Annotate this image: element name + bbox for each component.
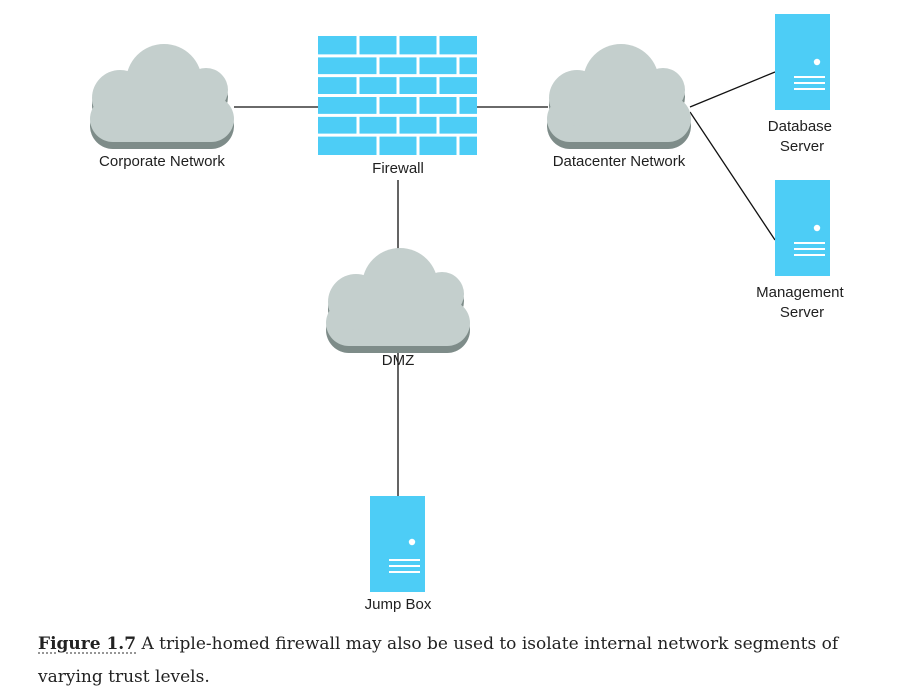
cloud-icon [90,44,234,149]
database-server-node: Database Server [768,14,836,155]
edge-datacenter-database [689,71,776,108]
edges [234,71,776,496]
figure-caption: Figure 1.7 A triple-homed firewall may a… [38,628,888,694]
firewall-label: Firewall [372,160,424,177]
dmz-node: DMZ [326,248,470,369]
caption-text: A triple-homed firewall may also be used… [38,634,839,687]
corporate-network-label: Corporate Network [99,153,225,170]
jump-box-label: Jump Box [365,596,432,613]
network-diagram: Corporate Network Firewall Datacenter Ne… [90,14,848,613]
management-server-node: Management Server [756,180,848,321]
database-server-label: Database Server [768,118,836,155]
figure-number: Figure 1.7 [38,634,137,654]
server-icon [370,496,425,592]
brick-wall-icon [318,36,477,155]
server-icon [775,14,830,110]
corporate-network-node: Corporate Network [90,44,234,170]
brick-mortar-lines [318,36,477,155]
datacenter-network-label: Datacenter Network [553,153,686,170]
jump-box-node: Jump Box [365,496,432,613]
server-icon [775,180,830,276]
dmz-label: DMZ [382,352,415,369]
management-server-label: Management Server [756,284,848,321]
cloud-icon [326,248,470,353]
edge-datacenter-management [689,111,776,241]
datacenter-network-node: Datacenter Network [547,44,691,170]
cloud-icon [547,44,691,149]
firewall-node: Firewall [318,36,477,177]
